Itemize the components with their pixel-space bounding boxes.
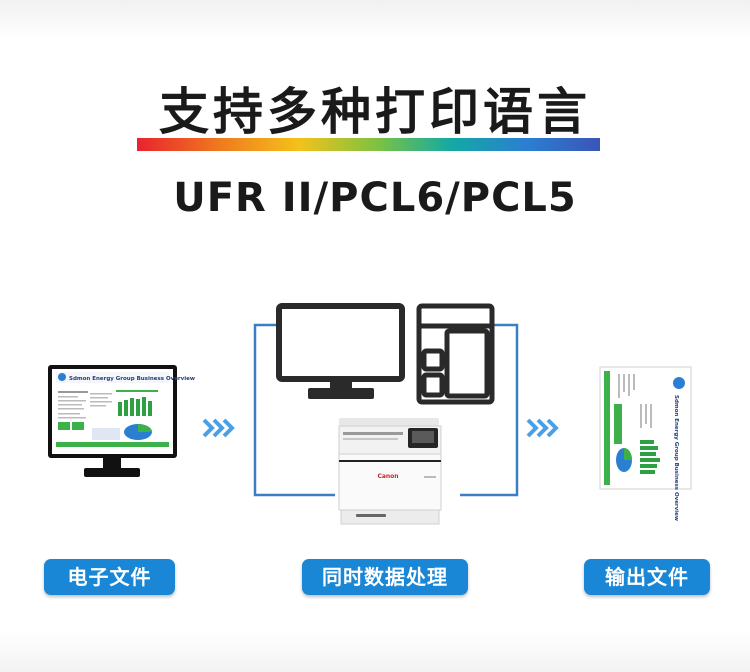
printer-brand: Canon: [377, 473, 398, 480]
connector-lines: [253, 323, 519, 497]
screen-document-title: Sdmon Energy Group Business Overview: [69, 376, 195, 382]
page-subtitle: UFR II/PCL6/PCL5: [173, 175, 577, 221]
output-document-icon: Sdmon Energy Group Business Overview: [599, 366, 692, 521]
step-output-button: 输出文件: [584, 559, 710, 595]
layout-icon: [416, 303, 495, 405]
chevron-arrow-icon: [526, 418, 559, 438]
page-title: 支持多种打印语言: [159, 83, 591, 141]
input-monitor-icon: Sdmon Energy Group Business Overview: [48, 365, 195, 477]
step-input-button: 电子文件: [44, 559, 175, 595]
chevron-arrow-icon: [202, 418, 235, 438]
printer-icon: Canon: [338, 418, 442, 525]
workflow-illustration: Sdmon Energy Group Business Overview: [48, 303, 692, 525]
center-monitor-icon: [276, 303, 405, 399]
step-process-button: 同时数据处理: [302, 559, 468, 595]
rainbow-underline: [137, 138, 600, 151]
output-document-title: Sdmon Energy Group Business Overview: [673, 395, 679, 521]
